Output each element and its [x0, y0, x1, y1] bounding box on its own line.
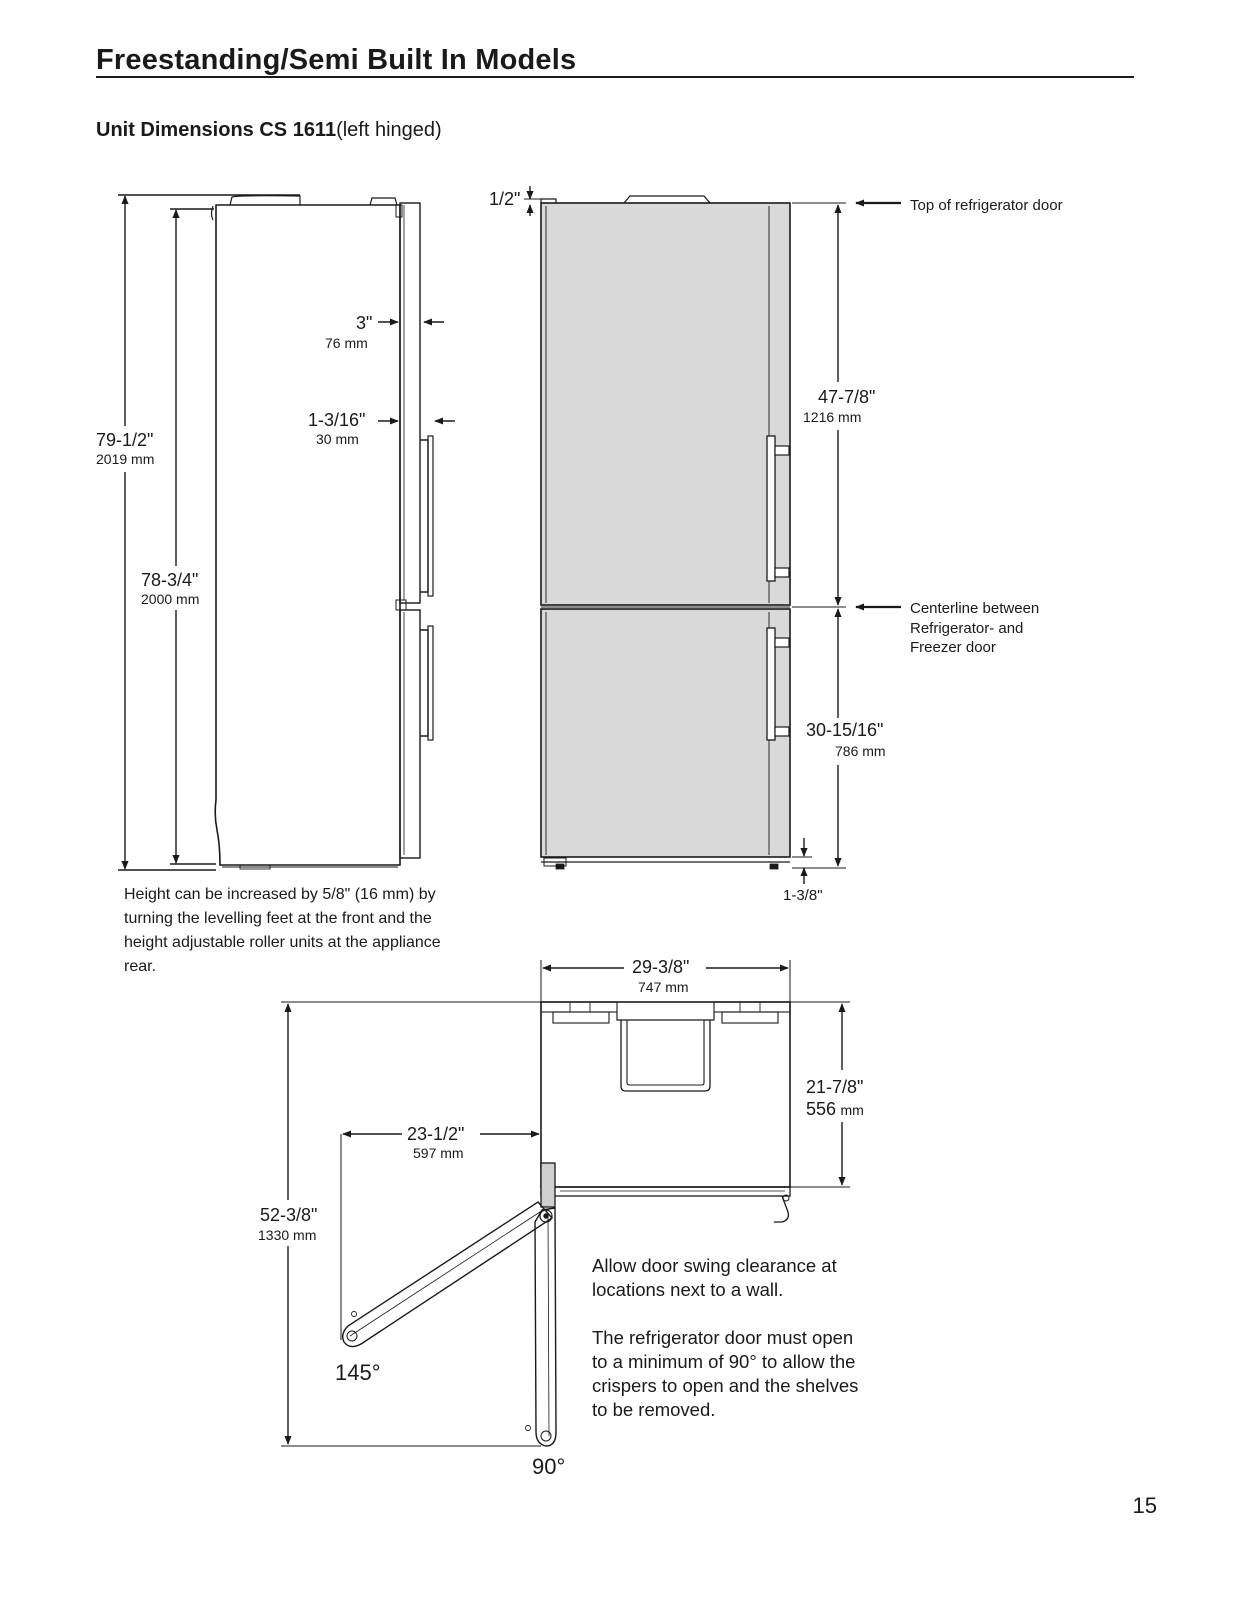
door-open-width-mm: 597 mm — [413, 1145, 464, 1161]
top-of-door-label: Top of refrigerator door — [910, 197, 1063, 214]
swing-depth-in: 52-3/8" — [260, 1205, 318, 1225]
body-height-mm: 2000 mm — [141, 591, 200, 607]
depth-in: 21-7/8" — [806, 1077, 864, 1097]
title-rule — [96, 76, 1134, 78]
door-thickness-in: 1-3/16" — [308, 410, 366, 430]
total-height-mm: 2019 mm — [96, 451, 155, 467]
page-title: Freestanding/Semi Built In Models — [96, 44, 577, 76]
depth-mm-value: 556 — [806, 1099, 837, 1119]
freezer-door-in: 30-15/16" — [806, 720, 884, 740]
body-height-in: 78-3/4" — [141, 570, 199, 590]
depth-mm-unit: mm — [840, 1102, 864, 1118]
door-open-width-in: 23-1/2" — [407, 1124, 465, 1144]
width-mm: 747 mm — [638, 979, 689, 995]
swing-depth-mm: 1330 mm — [258, 1227, 317, 1243]
foot-height-in: 1-3/8" — [783, 887, 823, 904]
door-opening-note: The refrigerator door must open to a min… — [592, 1327, 859, 1420]
centerline-label: Centerline between Refrigerator- and Fre… — [910, 600, 1040, 656]
side-view — [118, 194, 455, 871]
handle-depth-in: 3" — [356, 313, 373, 333]
wall-clearance-note: Allow door swing clearance at locations … — [592, 1255, 837, 1300]
front-view — [524, 186, 901, 884]
subtitle-model: Unit Dimensions CS 1611 — [96, 119, 337, 141]
handle-depth-mm: 76 mm — [325, 335, 368, 351]
freezer-door-mm: 786 mm — [835, 743, 886, 759]
door-thickness-mm: 30 mm — [316, 431, 359, 447]
angle-min: 90° — [532, 1454, 566, 1479]
total-height-in: 79-1/2" — [96, 430, 154, 450]
fridge-door-mm: 1216 mm — [803, 409, 862, 425]
angle-max: 145° — [335, 1360, 381, 1385]
height-note: Height can be increased by 5/8" (16 mm) … — [124, 886, 441, 975]
fridge-door-in: 47-7/8" — [818, 387, 876, 407]
subtitle-hinge: (left hinged) — [336, 119, 442, 141]
top-offset-in: 1/2" — [489, 189, 521, 209]
top-view — [281, 960, 850, 1447]
depth-mm: 556 mm — [806, 1099, 864, 1120]
section-subtitle: Unit Dimensions CS 1611(left hinged) — [96, 119, 442, 142]
page-number: 15 — [1132, 1493, 1157, 1518]
width-in: 29-3/8" — [632, 957, 690, 977]
